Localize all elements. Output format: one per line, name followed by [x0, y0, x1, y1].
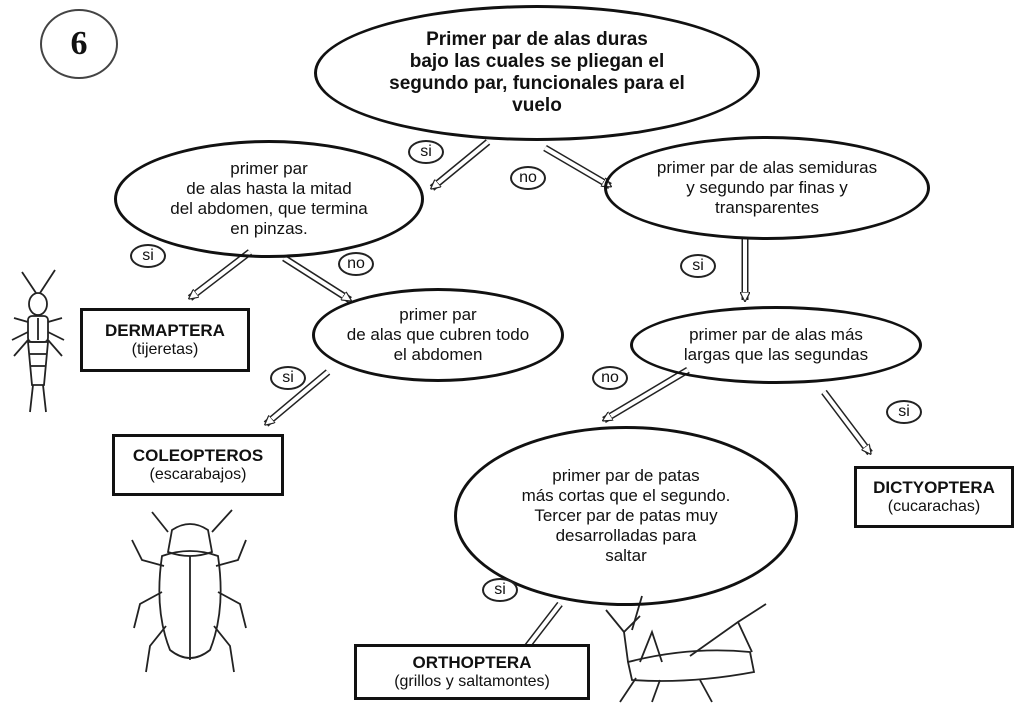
beetle-illustration — [131, 509, 247, 673]
result-box-dictyoptera: DICTYOPTERA (cucarachas) — [854, 466, 1014, 528]
coleopteros-common: (escarabajos) — [149, 465, 247, 483]
dictyoptera-name: DICTYOPTERA — [873, 477, 995, 497]
question-1-line-2: de alas hasta la mitad — [186, 178, 352, 198]
question-node-0: Primer par de alas duras bajo las cuales… — [314, 5, 760, 141]
question-5-line-4: desarrolladas para — [555, 526, 697, 546]
question-node-2: primer par de alas semiduras y segundo p… — [604, 136, 930, 240]
question-node-3: primer par de alas que cubren todo el ab… — [312, 288, 564, 382]
question-5-line-3: Tercer par de patas muy — [534, 505, 718, 525]
coleopteros-name: COLEOPTEROS — [132, 445, 264, 465]
question-1-line-4: en pinzas. — [230, 219, 308, 239]
question-4-line-1: primer par de alas más — [689, 324, 863, 344]
result-box-orthoptera: ORTHOPTERA (grillos y saltamontes) — [354, 644, 590, 700]
badge-q2-yes: si — [680, 254, 716, 278]
badge-q1-yes: si — [130, 244, 166, 268]
orthoptera-common: (grillos y saltamontes) — [394, 672, 550, 690]
badge-q4-no: no — [592, 366, 628, 390]
question-5-line-2: más cortas que el segundo. — [521, 485, 731, 505]
question-1-line-1: primer par — [230, 158, 308, 178]
earwig-illustration — [11, 269, 65, 413]
grasshopper-illustration — [605, 595, 767, 703]
question-2-line-1: primer par de alas semiduras — [656, 157, 878, 177]
dictyoptera-common: (cucarachas) — [887, 497, 981, 515]
orthoptera-name: ORTHOPTERA — [412, 652, 532, 672]
badge-q1-no: no — [338, 252, 374, 276]
question-3-line-1: primer par — [399, 304, 477, 324]
diagram-number: 6 — [40, 9, 118, 79]
dermaptera-name: DERMAPTERA — [105, 320, 225, 340]
question-1-line-3: del abdomen, que termina — [170, 199, 368, 218]
question-2-line-3: transparentes — [715, 198, 819, 218]
question-3-line-3: el abdomen — [393, 345, 483, 365]
question-0-line-4: vuelo — [512, 94, 562, 116]
question-2-line-2: y segundo par finas y — [686, 177, 848, 197]
question-4-line-2: largas que las segundas — [683, 345, 869, 364]
badge-q3-yes: si — [270, 366, 306, 390]
question-node-5: primer par de patas más cortas que el se… — [454, 426, 798, 606]
question-node-1: primer par de alas hasta la mitad del ab… — [114, 140, 424, 258]
question-0-line-2: bajo las cuales se pliegan el — [409, 51, 665, 73]
result-box-dermaptera: DERMAPTERA (tijeretas) — [80, 308, 250, 372]
question-0-line-1: Primer par de alas duras — [426, 29, 648, 51]
badge-q0-yes: si — [408, 140, 444, 164]
badge-q0-no: no — [510, 166, 546, 190]
question-0-line-3: segundo par, funcionales para el — [389, 73, 685, 94]
question-node-4: primer par de alas más largas que las se… — [630, 306, 922, 384]
question-3-line-2: de alas que cubren todo — [346, 324, 530, 344]
question-5-line-1: primer par de patas — [552, 465, 700, 485]
badge-q4-yes: si — [886, 400, 922, 424]
badge-q5-yes: si — [482, 578, 518, 602]
dermaptera-common: (tijeretas) — [131, 340, 199, 358]
question-5-line-5: saltar — [605, 546, 647, 566]
result-box-coleopteros: COLEOPTEROS (escarabajos) — [112, 434, 284, 496]
